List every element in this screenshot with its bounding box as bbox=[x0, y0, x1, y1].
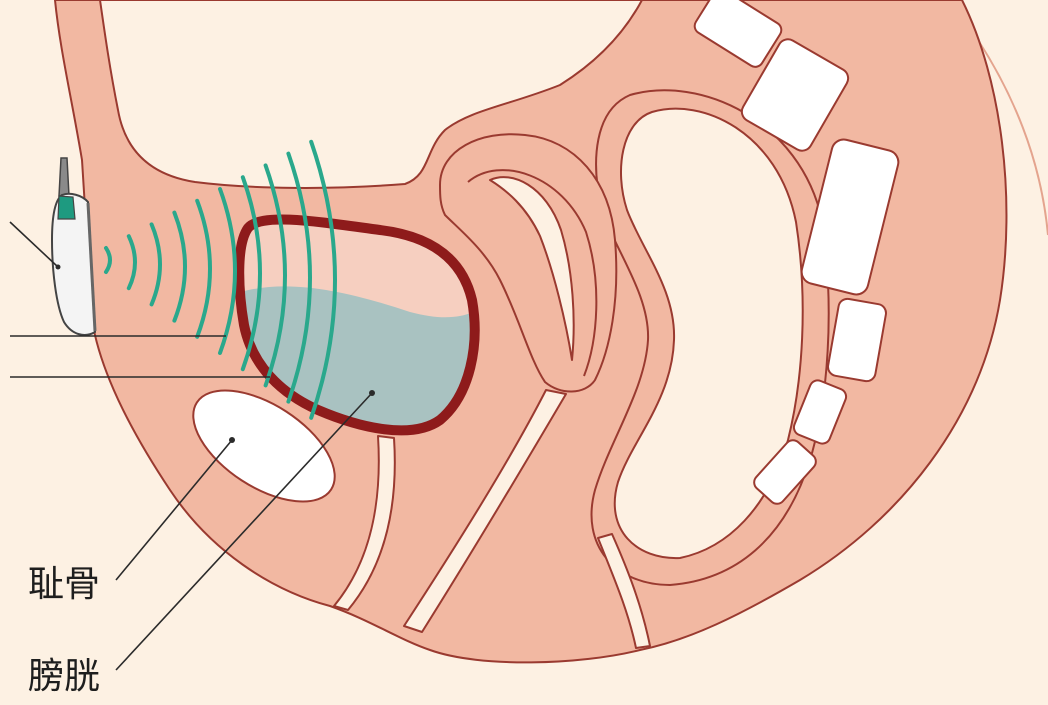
leader-dot-bladder bbox=[369, 390, 375, 396]
leader-dot-pubic-bone bbox=[229, 437, 235, 443]
label-pubic-bone: 耻骨 bbox=[28, 564, 100, 605]
probe-handle bbox=[59, 158, 69, 196]
label-bladder: 膀胱 bbox=[28, 656, 100, 697]
probe-tip-band bbox=[58, 196, 75, 219]
leader-dot-probe bbox=[56, 265, 61, 270]
